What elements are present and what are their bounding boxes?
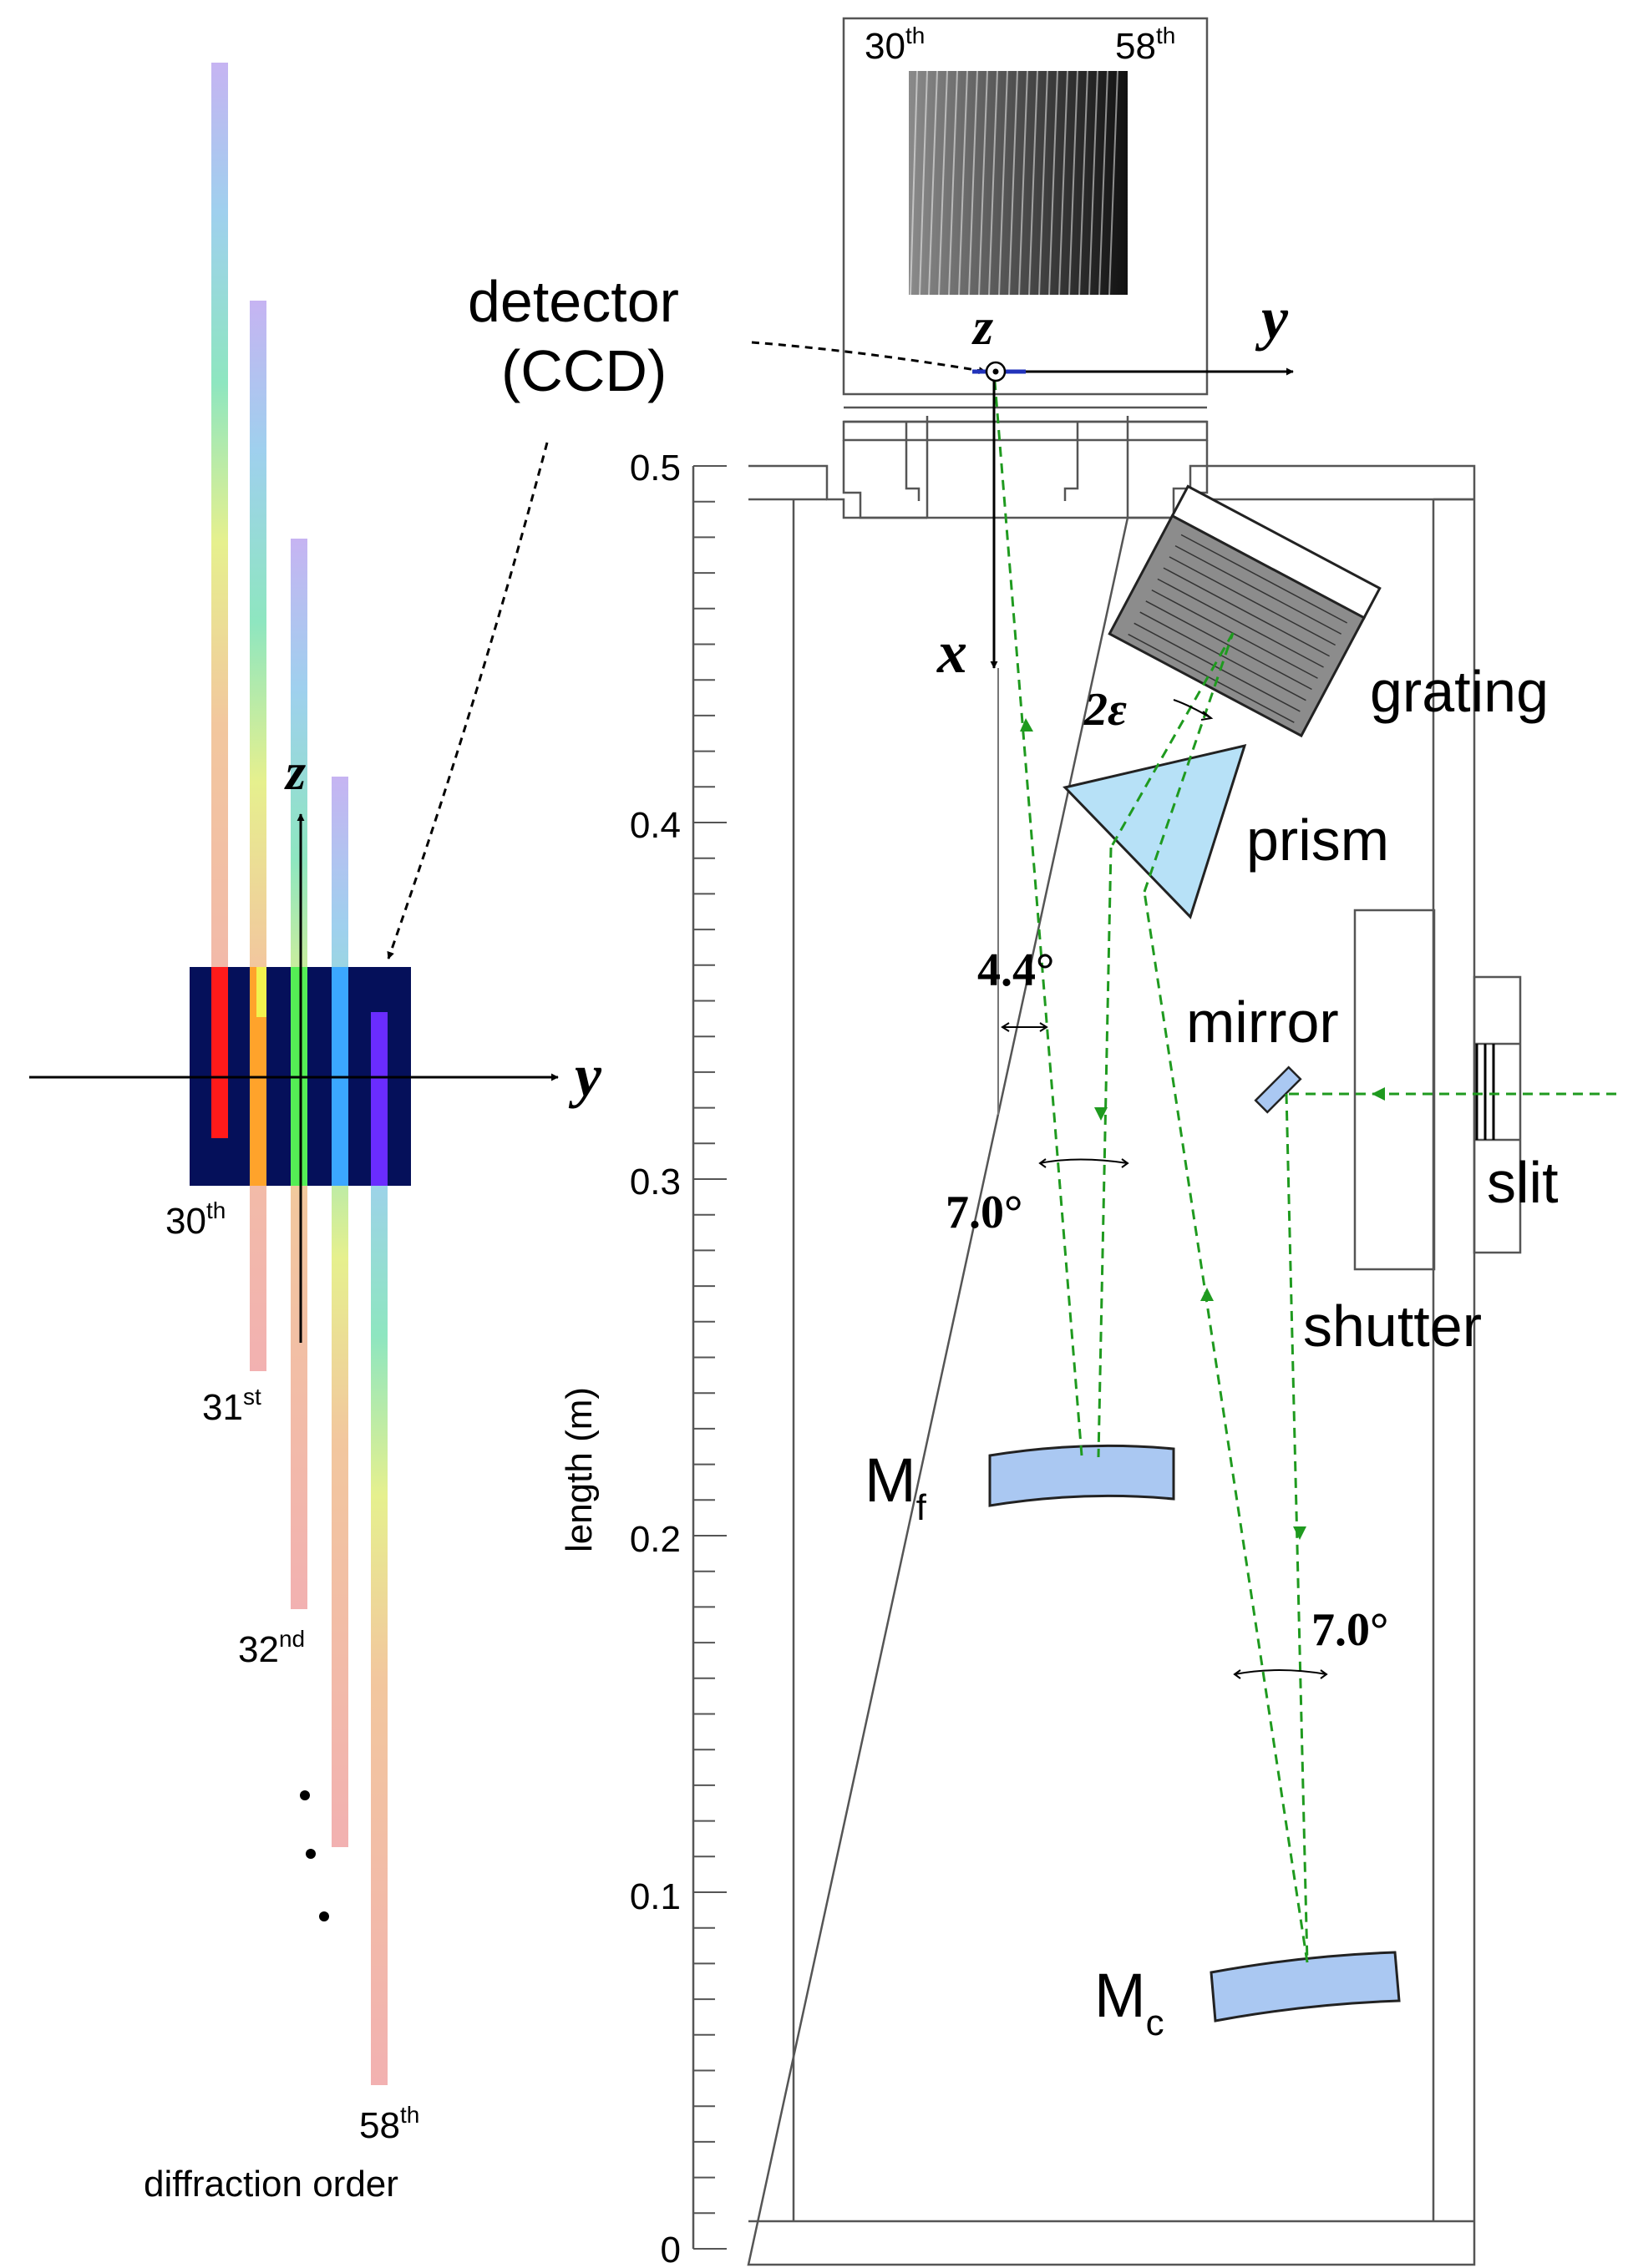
shutter-label: shutter <box>1303 1293 1482 1359</box>
length-tick-label: 0 <box>661 2230 681 2268</box>
ellipsis-dot <box>300 1790 310 1800</box>
spectrometer-layout: 30th 58th <box>559 17 1616 2268</box>
length-tick-label: 0.2 <box>630 1519 681 1560</box>
order-31-bar <box>250 301 266 1371</box>
angle-4-4-label: 4.4° <box>977 944 1054 996</box>
ellipsis-dot <box>306 1849 316 1859</box>
order-31-yellow-band <box>256 967 266 1017</box>
spectrometer-enclosure <box>747 464 1476 2266</box>
grating-label: grating <box>1370 659 1549 724</box>
detector-label-line1: detector <box>468 269 679 334</box>
mirror-label: mirror <box>1186 990 1339 1055</box>
ccd-first-order-label: 30th <box>865 23 925 67</box>
left-z-label: z <box>284 744 306 801</box>
detector-x-label: x <box>936 619 967 686</box>
fold-mirror <box>1254 1066 1302 1114</box>
detector-y-label: y <box>1255 285 1289 352</box>
length-tick-label: 0.3 <box>630 1162 681 1202</box>
slit <box>1473 975 1522 1254</box>
focusing-mirror <box>988 1444 1175 1507</box>
length-tick-label: 0.1 <box>630 1876 681 1917</box>
length-tick-label: 0.5 <box>630 448 681 489</box>
left-y-label: y <box>568 1042 602 1109</box>
mc-label: Mc <box>1094 1961 1164 2043</box>
mf-label: Mf <box>865 1445 927 1528</box>
length-axis-label: length (m) <box>559 1387 600 1552</box>
order-label-31: 31st <box>202 1384 261 1428</box>
length-ruler <box>692 465 727 2250</box>
order-label-58: 58th <box>359 2102 419 2146</box>
order-label-30: 30th <box>165 1197 226 1242</box>
ccd-order-stripes <box>910 70 1118 296</box>
two-epsilon-label: 2ε <box>1083 684 1127 736</box>
grating <box>1108 484 1382 738</box>
angle-7-0-focus-label: 7.0° <box>946 1187 1022 1238</box>
order-57-bar <box>332 777 348 1847</box>
camera-housing <box>842 17 1209 519</box>
detector-label-line2: (CCD) <box>501 338 667 403</box>
detector-pointer-arrow <box>751 341 986 375</box>
ccd-image <box>909 71 1128 295</box>
prism-label: prism <box>1246 807 1389 873</box>
detector-z-label: z <box>971 299 993 356</box>
order-30-segment <box>211 967 228 1138</box>
diffraction-order-caption: diffraction order <box>144 2164 398 2205</box>
beam-arrowheads <box>1020 718 1385 1540</box>
prism <box>1063 743 1247 919</box>
order-30-bar <box>211 63 228 1130</box>
angle-7-0-collimator-label: 7.0° <box>1311 1604 1388 1656</box>
length-tick-label: 0.4 <box>630 805 681 846</box>
ccd-pointer-arrow <box>387 442 549 959</box>
order-58-bar <box>371 1015 388 2085</box>
slit-label: slit <box>1487 1150 1559 1215</box>
shutter <box>1353 909 1436 1271</box>
z-axis-dot <box>992 368 999 375</box>
collimator-mirror <box>1210 1951 1401 2022</box>
order-label-32: 32nd <box>238 1626 305 1670</box>
ccd-last-order-label: 58th <box>1115 23 1175 67</box>
ellipsis-dot <box>319 1911 329 1921</box>
order-58-segment <box>371 1012 388 1186</box>
angle-markers <box>1001 699 1328 1679</box>
orders-panel: z y 30th 31st 32nd 58th diffraction orde… <box>29 63 602 2205</box>
